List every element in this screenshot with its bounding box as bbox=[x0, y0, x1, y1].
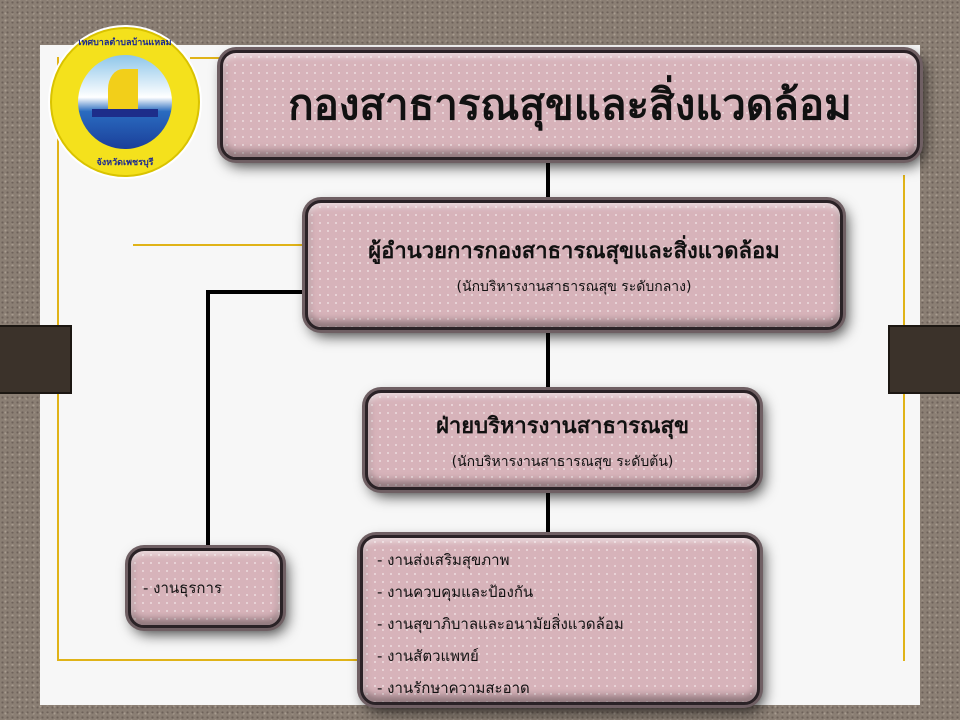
unit-item: - งานสัตวแพทย์ bbox=[377, 647, 479, 665]
unit-item: - งานส่งเสริมสุขภาพ bbox=[377, 551, 510, 569]
admin-unit-label: - งานธุรการ bbox=[143, 579, 222, 597]
logo-top-text: เทศบาลตำบลบ้านแหลม bbox=[78, 38, 172, 48]
right-tab bbox=[888, 325, 960, 394]
director-level: (นักบริหารงานสาธารณสุข ระดับกลาง) bbox=[456, 278, 692, 295]
division-level: (นักบริหารงานสาธารณสุข ระดับต้น) bbox=[451, 453, 674, 470]
unit-item: - งานรักษาความสะอาด bbox=[377, 679, 530, 697]
unit-item: - งานสุขาภิบาลและอนามัยสิ่งแวดล้อม bbox=[377, 615, 624, 633]
connector-line bbox=[206, 290, 308, 294]
department-title-box: กองสาธารณสุขและสิ่งแวดล้อม bbox=[220, 50, 920, 160]
director-box: ผู้อำนวยการกองสาธารณสุขและสิ่งแวดล้อม (น… bbox=[305, 200, 843, 330]
connector-line bbox=[546, 330, 550, 392]
director-title: ผู้อำนวยการกองสาธารณสุขและสิ่งแวดล้อม bbox=[368, 238, 780, 264]
accent-line bbox=[133, 244, 308, 246]
left-tab bbox=[0, 325, 72, 394]
ship-emblem bbox=[78, 55, 172, 149]
accent-line bbox=[57, 659, 367, 661]
connector-line bbox=[546, 160, 550, 202]
accent-line bbox=[903, 175, 905, 661]
page-title: กองสาธารณสุขและสิ่งแวดล้อม bbox=[288, 80, 852, 129]
admin-unit-box: - งานธุรการ bbox=[128, 548, 283, 628]
connector-line bbox=[206, 290, 210, 550]
accent-line bbox=[190, 57, 230, 59]
units-box: - งานส่งเสริมสุขภาพ - งานควบคุมและป้องกั… bbox=[360, 535, 760, 705]
unit-item: - งานควบคุมและป้องกัน bbox=[377, 583, 534, 601]
connector-line bbox=[546, 490, 550, 537]
municipality-logo: เทศบาลตำบลบ้านแหลม จังหวัดเพชรบุรี bbox=[50, 27, 200, 177]
division-box: ฝ่ายบริหารงานสาธารณสุข (นักบริหารงานสาธา… bbox=[365, 390, 760, 490]
division-title: ฝ่ายบริหารงานสาธารณสุข bbox=[436, 413, 689, 439]
logo-bottom-text: จังหวัดเพชรบุรี bbox=[96, 158, 154, 168]
